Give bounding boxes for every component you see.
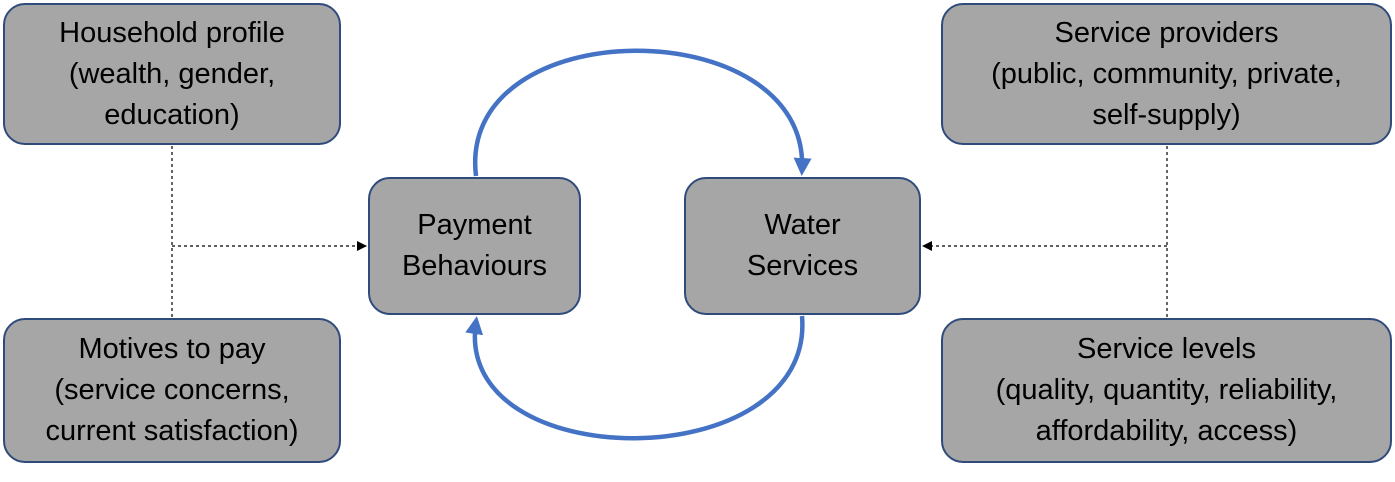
payment-behaviours-box: Payment Behaviours	[368, 177, 581, 315]
motives-to-pay-line-2: (service concerns,	[54, 374, 290, 406]
household-profile-line-2: (wealth, gender,	[68, 57, 276, 90]
service-providers-line-3: self-supply)	[1092, 98, 1241, 131]
motives-to-pay-line-1: Motives to pay	[78, 333, 266, 365]
service-levels-line-1: Service levels	[1077, 333, 1256, 365]
cycle-arrow-top	[473, 48, 812, 177]
payment-behaviours-line-2: Behaviours	[401, 250, 548, 282]
service-providers-box: Service providers (public, community, pr…	[941, 3, 1392, 145]
water-services-box: Water Services	[684, 177, 921, 315]
water-services-line-1: Water	[764, 209, 841, 241]
cycle-arrow-bottom	[465, 315, 805, 441]
motives-to-pay-line-3: current satisfaction)	[45, 415, 299, 447]
service-providers-line-2: (public, community, private,	[991, 57, 1342, 90]
water-services-line-2: Services	[746, 250, 859, 282]
service-levels-line-2: (quality, quantity, reliability,	[995, 374, 1338, 406]
household-profile-line-1: Household profile	[59, 16, 285, 49]
household-profile-box: Household profile (wealth, gender, educa…	[3, 3, 341, 145]
household-profile-line-3: education)	[104, 98, 240, 131]
motives-to-pay-box: Motives to pay (service concerns, curren…	[3, 318, 341, 463]
payment-behaviours-line-1: Payment	[417, 209, 532, 241]
service-providers-line-1: Service providers	[1054, 16, 1279, 49]
service-levels-box: Service levels (quality, quantity, relia…	[941, 318, 1392, 463]
service-levels-line-3: affordability, access)	[1035, 415, 1298, 447]
